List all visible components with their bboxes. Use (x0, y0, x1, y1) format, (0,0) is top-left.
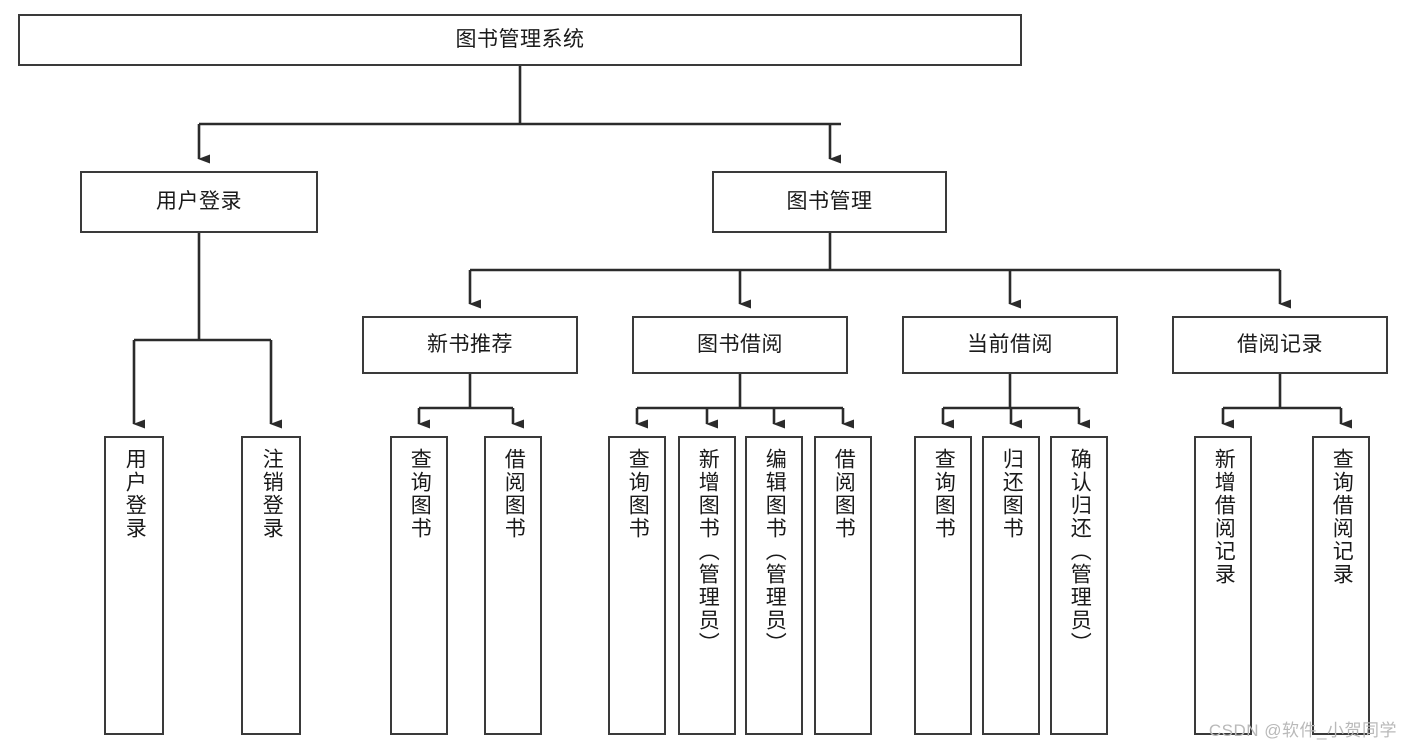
new-book-rec-to-leaves-connectors (417, 374, 524, 429)
node-leaf-return-book[interactable]: 归还图书 (982, 436, 1040, 735)
node-leaf-query-book-borrow[interactable]: 查询图书 (608, 436, 666, 735)
node-leaf-query-book-current[interactable]: 查询图书 (914, 436, 972, 735)
node-book-borrow[interactable]: 图书借阅 (632, 316, 848, 374)
node-label: 图书管理 (786, 189, 873, 213)
node-leaf-borrow-book-recommend[interactable]: 借阅图书 (484, 436, 542, 735)
node-label: 新书推荐 (427, 332, 513, 356)
node-label: 查询借阅记录 (1330, 448, 1354, 586)
node-leaf-add-book-admin[interactable]: 新增图书（管理员） (678, 436, 736, 735)
book-manage-to-level2-connectors (468, 233, 1291, 309)
node-current-borrow[interactable]: 当前借阅 (902, 316, 1118, 374)
node-label: 归还图书 (1000, 448, 1024, 540)
node-label: 新增借阅记录 (1212, 448, 1236, 586)
node-label: 图书管理系统 (455, 27, 585, 51)
node-label: 编辑图书（管理员） (763, 448, 787, 655)
node-leaf-confirm-return-admin[interactable]: 确认归还（管理员） (1050, 436, 1108, 735)
watermark-text: CSDN @软件_小贺同学 (1208, 721, 1397, 740)
current-borrow-to-leaves-connectors (941, 374, 1090, 429)
node-leaf-query-book-recommend[interactable]: 查询图书 (390, 436, 448, 735)
node-book-management[interactable]: 图书管理 (712, 171, 947, 233)
node-user-login[interactable]: 用户登录 (80, 171, 318, 233)
node-label: 借阅图书 (502, 448, 526, 540)
node-label: 用户登录 (156, 189, 242, 213)
node-label: 当前借阅 (967, 332, 1053, 356)
node-label: 注销登录 (260, 448, 284, 540)
node-label: 查询图书 (408, 448, 432, 540)
node-label: 查询图书 (626, 448, 650, 540)
book-borrow-to-leaves-connectors (635, 374, 854, 429)
node-label: 查询图书 (932, 448, 956, 540)
root-to-level1-connectors (197, 66, 841, 164)
node-label: 新增图书（管理员） (696, 448, 720, 655)
node-label: 确认归还（管理员） (1068, 448, 1092, 655)
node-new-book-recommendation[interactable]: 新书推荐 (362, 316, 578, 374)
node-leaf-query-borrow-record[interactable]: 查询借阅记录 (1312, 436, 1370, 735)
user-login-to-leaves-connectors (132, 233, 282, 429)
node-leaf-user-login[interactable]: 用户登录 (104, 436, 164, 735)
node-label: 用户登录 (123, 448, 147, 540)
node-label: 借阅图书 (832, 448, 856, 540)
node-leaf-add-borrow-record[interactable]: 新增借阅记录 (1194, 436, 1252, 735)
node-label: 图书借阅 (697, 332, 783, 356)
node-leaf-borrow-book[interactable]: 借阅图书 (814, 436, 872, 735)
node-borrow-record[interactable]: 借阅记录 (1172, 316, 1388, 374)
node-leaf-logout[interactable]: 注销登录 (241, 436, 301, 735)
borrow-record-to-leaves-connectors (1221, 374, 1352, 429)
node-leaf-edit-book-admin[interactable]: 编辑图书（管理员） (745, 436, 803, 735)
node-label: 借阅记录 (1237, 332, 1323, 356)
node-root-system[interactable]: 图书管理系统 (18, 14, 1022, 66)
